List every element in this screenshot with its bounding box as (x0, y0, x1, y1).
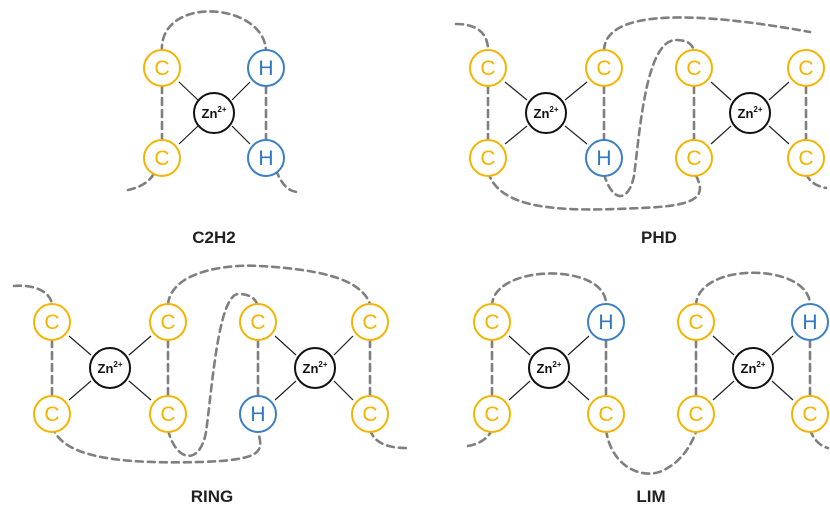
histidine-residue (247, 49, 285, 87)
c2h2-caption: C2H2 (192, 228, 235, 247)
lim-bond (712, 380, 735, 401)
lim-bond (508, 380, 531, 401)
c2h2-backbone-n-term (126, 168, 158, 192)
c2h2-bond (178, 81, 199, 101)
ring-motif: RING (12, 264, 408, 506)
ring-bond (333, 380, 354, 401)
cysteine-residue (587, 395, 625, 433)
cysteine-residue (143, 49, 181, 87)
cysteine-residue (787, 139, 825, 177)
phd-bond (710, 81, 732, 101)
lim-backbone-second (694, 271, 812, 308)
cysteine-residue (791, 395, 829, 433)
ring-bond (128, 380, 152, 401)
phd-caption: PHD (641, 228, 677, 247)
zinc-ion (294, 347, 336, 389)
zinc-ion (193, 92, 235, 134)
phd-bond (768, 81, 790, 101)
histidine-residue (239, 395, 277, 433)
lim-caption: LIM (636, 487, 665, 506)
c2h2-backbone (160, 10, 268, 54)
cysteine-residue (787, 49, 825, 87)
cysteine-residue (143, 139, 181, 177)
c2h2-bond (231, 125, 251, 145)
lim-backbone-first (490, 272, 608, 308)
c2h2-bond (231, 81, 251, 101)
zinc-ion (528, 347, 570, 389)
lim-motif: LIM (466, 271, 830, 506)
cysteine-residue (149, 395, 187, 433)
histidine-residue (585, 139, 623, 177)
phd-backbone-cross (602, 16, 812, 52)
zinc-ion (732, 347, 774, 389)
lim-bond (771, 380, 794, 401)
cysteine-residue (239, 303, 277, 341)
phd-motif: PHD (454, 16, 828, 247)
ring-backbone-c-term (368, 428, 408, 450)
cysteine-residue (351, 395, 389, 433)
cysteine-residue (149, 303, 187, 341)
ring-bond (274, 335, 297, 356)
cysteine-residue (473, 395, 511, 433)
histidine-residue (587, 303, 625, 341)
ring-bond (333, 335, 354, 356)
cysteine-residue (585, 49, 623, 87)
zinc-ion (89, 347, 131, 389)
ring-bond (68, 335, 92, 356)
ring-backbone-cross (166, 264, 372, 306)
phd-backbone-n-term (454, 22, 490, 52)
cysteine-residue (473, 303, 511, 341)
phd-bond (564, 125, 588, 145)
lim-bond (508, 335, 531, 356)
cysteine-residue (351, 303, 389, 341)
cysteine-residue (677, 303, 715, 341)
histidine-residue (791, 303, 829, 341)
c2h2-motif: C2H2 (126, 10, 300, 247)
ring-backbone-s-loop (166, 292, 260, 458)
lim-bond (567, 335, 590, 356)
ring-bond (68, 380, 92, 401)
lim-backbone-link (604, 428, 698, 475)
ring-backbone-n-term (12, 284, 54, 308)
histidine-residue (247, 139, 285, 177)
c2h2-backbone-c-term (274, 168, 300, 194)
cysteine-residue (33, 395, 71, 433)
phd-bond (768, 125, 790, 145)
zinc-ion (729, 92, 771, 134)
ring-bond (274, 380, 297, 401)
phd-bond (504, 81, 528, 101)
phd-backbone-s-loop (602, 38, 696, 198)
phd-bond (710, 125, 732, 145)
lim-bond (712, 335, 735, 356)
cysteine-residue (675, 139, 713, 177)
lim-bond (771, 335, 794, 356)
cysteine-residue (677, 395, 715, 433)
c2h2-bond (178, 125, 199, 145)
ring-backbone-bottom (50, 424, 262, 464)
cysteine-residue (469, 139, 507, 177)
ring-caption: RING (191, 487, 234, 506)
ring-bond (128, 335, 152, 356)
phd-bond (564, 81, 588, 101)
cysteine-residue (675, 49, 713, 87)
lim-bond (567, 380, 590, 401)
phd-backbone-bottom (486, 170, 702, 211)
cysteine-residue (469, 49, 507, 87)
zinc-ion (525, 92, 567, 134)
phd-bond (504, 125, 528, 145)
cysteine-residue (33, 303, 71, 341)
